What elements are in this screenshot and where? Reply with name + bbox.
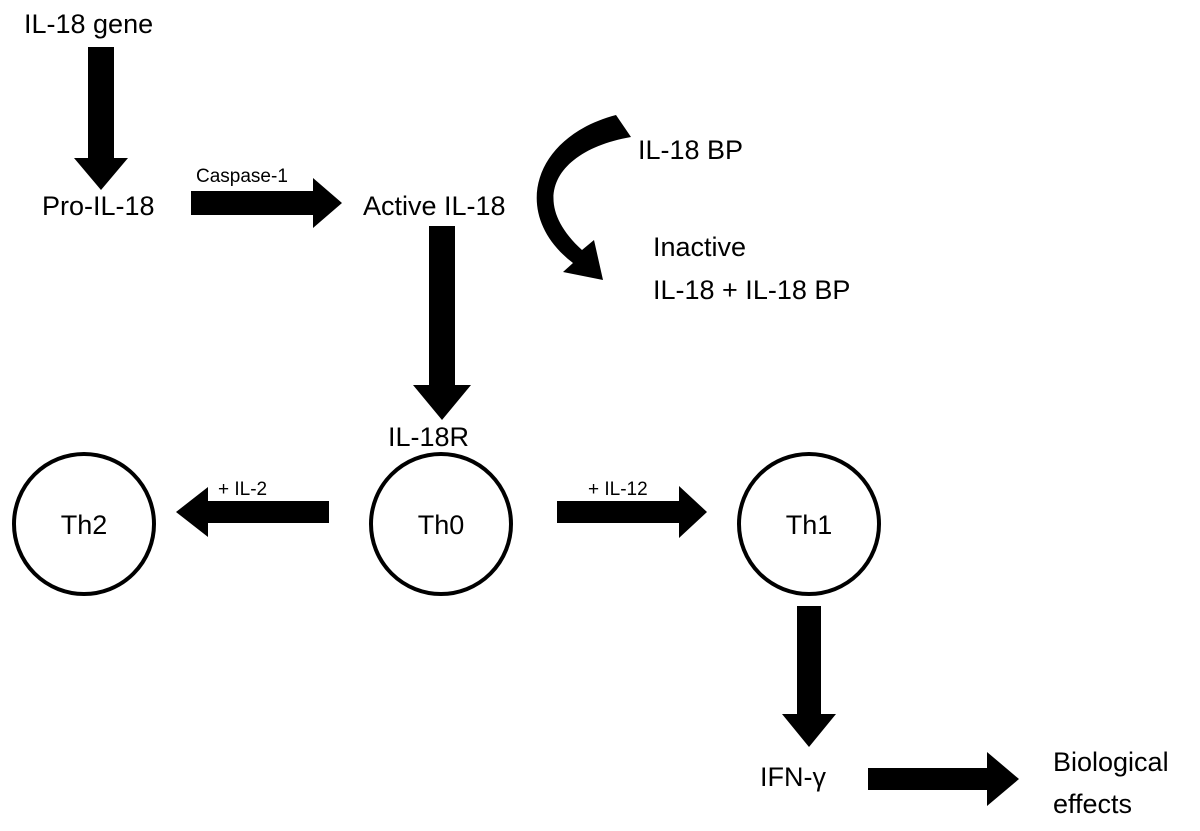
th1-cell [737,452,881,596]
arrow-gene-to-pro [74,47,128,190]
arrow-active-to-receptor [413,226,471,420]
arrow-ifn-to-effects [868,752,1019,806]
il18r-label: IL-18R [388,422,469,452]
il2-label: + IL-2 [218,479,267,500]
ifn-gamma-label: IFN-γ [760,762,826,792]
inactive-label: Inactive [653,232,746,262]
arrow-bp-binding-curve [536,115,631,280]
il12-label: + IL-12 [588,479,648,500]
th2-label: Th2 [61,510,108,540]
caspase-1-label: Caspase-1 [196,166,288,187]
active-il18-label: Active IL-18 [363,191,506,221]
th1-label: Th1 [786,510,833,540]
arrow-caspase-cleavage [191,178,342,228]
effects-label: effects [1053,789,1132,819]
il18-bp-label: IL-18 BP [638,135,743,165]
th0-cell [369,452,513,596]
th2-cell [12,452,156,596]
arrow-th1-to-ifn [782,606,836,747]
arrow-th0-to-th2 [176,487,329,537]
biological-label: Biological [1053,747,1169,777]
pro-il18-label: Pro-IL-18 [42,191,155,221]
il18-gene-label: IL-18 gene [24,9,153,39]
arrow-th0-to-th1 [557,486,707,538]
th0-label: Th0 [418,510,465,540]
inactive-complex-label: IL-18 + IL-18 BP [653,275,850,305]
